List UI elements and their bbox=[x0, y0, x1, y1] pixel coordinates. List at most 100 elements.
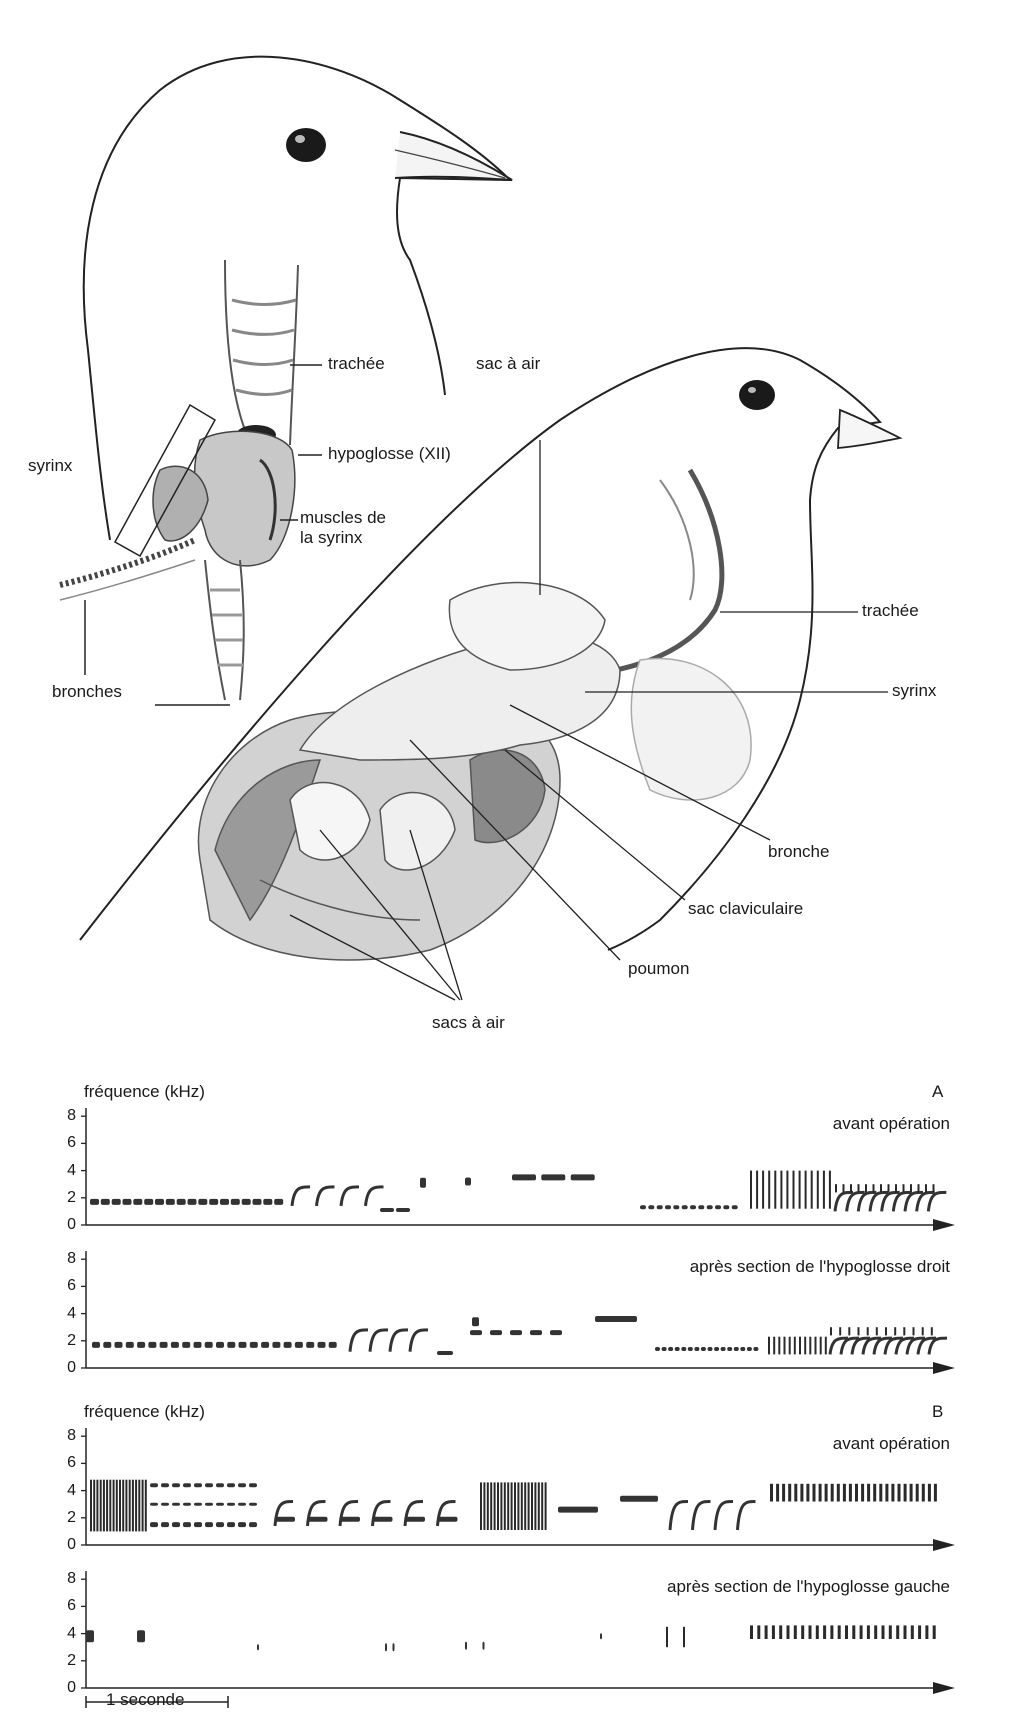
syllable-mark bbox=[850, 1184, 852, 1193]
y-tick-label: 2 bbox=[67, 1508, 76, 1526]
syllable-mark bbox=[757, 1625, 761, 1639]
syllable-mark bbox=[888, 1625, 892, 1639]
syllable-mark bbox=[482, 1641, 485, 1650]
syllable-mark bbox=[668, 1347, 674, 1351]
syllable-mark bbox=[220, 1198, 229, 1205]
syllable-mark bbox=[205, 1522, 213, 1528]
syllable-mark bbox=[915, 1190, 935, 1212]
syllable-mark bbox=[690, 1205, 696, 1210]
syllable-mark bbox=[891, 1190, 912, 1212]
syllable-mark bbox=[93, 1479, 96, 1532]
syllable-mark bbox=[150, 1483, 158, 1488]
sonogram-panel-3 bbox=[81, 1428, 955, 1551]
y-tick-label: 0 bbox=[67, 1216, 76, 1233]
syllable-mark bbox=[768, 1336, 770, 1355]
syllable-mark bbox=[655, 1347, 660, 1351]
syllable-mark bbox=[740, 1347, 746, 1351]
syllable-mark bbox=[880, 1184, 882, 1193]
syllable-mark bbox=[514, 1482, 516, 1530]
y-tick-label: 2 bbox=[67, 1331, 76, 1349]
syllable-mark bbox=[183, 1522, 191, 1528]
syllable-mark bbox=[793, 1625, 797, 1639]
syllable-mark bbox=[517, 1482, 520, 1530]
syllable-mark bbox=[762, 1170, 765, 1209]
syllable-mark bbox=[925, 1184, 927, 1193]
syllable-mark bbox=[403, 1499, 424, 1527]
syllable-mark bbox=[700, 1347, 706, 1351]
syllable-mark bbox=[814, 1336, 817, 1355]
syllable-mark bbox=[857, 1184, 860, 1193]
syllable-mark bbox=[172, 1483, 180, 1488]
syllable-mark bbox=[490, 1330, 502, 1336]
syllable-mark bbox=[698, 1205, 705, 1210]
syllable-mark bbox=[746, 1347, 752, 1351]
syllable-mark bbox=[885, 1327, 887, 1336]
syllable-mark bbox=[216, 1341, 224, 1348]
eye-right bbox=[739, 380, 775, 410]
label-sac-a-air: sac à air bbox=[476, 354, 541, 373]
syllable-mark bbox=[916, 1336, 937, 1355]
syllable-mark bbox=[894, 1327, 897, 1336]
syllable-mark bbox=[507, 1482, 510, 1530]
syllable-mark bbox=[216, 1483, 224, 1488]
syllable-mark bbox=[172, 1502, 180, 1506]
syllable-mark bbox=[241, 1198, 251, 1205]
syllable-mark bbox=[794, 1483, 798, 1502]
syllable-mark bbox=[252, 1198, 262, 1205]
syllable-mark bbox=[257, 1644, 259, 1651]
syllable-mark bbox=[436, 1499, 456, 1527]
syllable-mark bbox=[111, 1198, 121, 1205]
syllable-mark bbox=[836, 1483, 840, 1502]
syllable-mark bbox=[493, 1482, 496, 1530]
syllable-mark bbox=[102, 1479, 105, 1532]
syllable-mark bbox=[808, 1625, 812, 1639]
syllable-mark bbox=[828, 1170, 831, 1209]
syllable-mark bbox=[114, 1341, 123, 1348]
y-tick-label: 0 bbox=[67, 1679, 76, 1696]
syllable-mark bbox=[537, 1482, 540, 1530]
bronchus-down-tube bbox=[204, 559, 226, 701]
syllable-mark bbox=[833, 1190, 854, 1212]
panel-letter: A bbox=[932, 1082, 944, 1102]
syllable-mark bbox=[824, 1336, 827, 1355]
syllable-mark bbox=[842, 1184, 845, 1193]
syllable-mark bbox=[137, 1630, 145, 1643]
y-tick-label: 4 bbox=[67, 1624, 76, 1642]
syllable-mark bbox=[408, 1328, 429, 1352]
y-tick-label: 2 bbox=[67, 1651, 76, 1669]
trachea-right bbox=[579, 468, 725, 678]
syllable-mark bbox=[364, 1185, 384, 1207]
syllable-mark bbox=[122, 1198, 132, 1205]
x-axis-arrow bbox=[933, 1362, 955, 1374]
panel-title: après section de l'hypoglosse droit bbox=[689, 1257, 950, 1277]
syllable-mark bbox=[773, 1336, 776, 1355]
syllable-mark bbox=[933, 1483, 937, 1502]
bird-body-outline bbox=[79, 347, 883, 951]
syllable-mark bbox=[150, 1502, 158, 1506]
syllable-mark bbox=[857, 1327, 860, 1336]
syllable-mark bbox=[161, 1502, 169, 1506]
syllable-mark bbox=[527, 1482, 530, 1530]
syllable-mark bbox=[198, 1198, 208, 1205]
syllable-mark bbox=[109, 1479, 112, 1532]
y-tick-label: 8 bbox=[67, 1107, 76, 1125]
syllable-mark bbox=[910, 1184, 912, 1193]
syllable-mark bbox=[249, 1483, 257, 1488]
syllable-mark bbox=[839, 1327, 842, 1336]
syllable-mark bbox=[866, 1625, 870, 1639]
syllable-mark bbox=[317, 1341, 326, 1348]
leader-lines-left bbox=[84, 364, 322, 706]
syllable-mark bbox=[405, 1516, 425, 1522]
syllable-mark bbox=[385, 1643, 387, 1652]
syllable-mark bbox=[155, 1198, 164, 1205]
syllable-mark bbox=[656, 1205, 663, 1210]
syllable-mark bbox=[779, 1625, 783, 1639]
syllable-mark bbox=[903, 1190, 924, 1212]
syllable-mark bbox=[238, 1483, 246, 1488]
syllable-mark bbox=[182, 1341, 191, 1348]
syllable-mark bbox=[306, 1499, 326, 1527]
syllable-mark bbox=[683, 1626, 685, 1648]
syllable-mark bbox=[736, 1499, 756, 1531]
syllable-mark bbox=[839, 1336, 860, 1355]
syllable-mark bbox=[921, 1483, 925, 1502]
